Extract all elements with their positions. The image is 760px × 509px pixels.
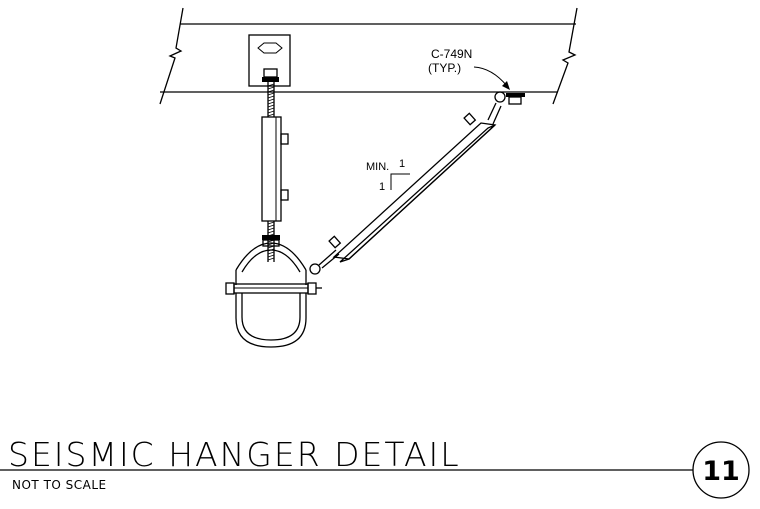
- detail-number: 11: [702, 456, 740, 487]
- rod-thread-mark: [267, 224, 275, 228]
- scale-note: NOT TO SCALE: [12, 478, 107, 492]
- rod-thread-mark: [267, 107, 275, 111]
- threaded-rod-upper: [267, 82, 275, 117]
- rod-thread-mark: [267, 221, 275, 225]
- rod-thread-mark: [267, 92, 275, 96]
- slope-rise: 1: [399, 158, 405, 170]
- rod-thread-mark: [267, 86, 275, 90]
- rod-thread-mark: [267, 233, 275, 237]
- rod-thread-mark: [267, 104, 275, 108]
- callout-part-number: C-749N: [431, 47, 472, 61]
- rod-thread-mark: [267, 227, 275, 231]
- threaded-rod-lower: [262, 221, 280, 262]
- title-block: [0, 441, 750, 499]
- rod-thread-mark: [267, 98, 275, 102]
- rod-thread-mark: [267, 251, 275, 255]
- rod-thread-mark: [267, 239, 275, 243]
- rod-stiffener: [261, 116, 289, 222]
- rod-thread-mark: [267, 101, 275, 105]
- seismic-brace: [309, 91, 525, 275]
- rod-thread-mark: [267, 230, 275, 234]
- rod-thread-mark: [267, 113, 275, 117]
- rod-thread-mark: [267, 95, 275, 99]
- slope-run: 1: [379, 181, 385, 193]
- slope-indicator: [390, 173, 410, 190]
- rod-thread-mark: [267, 110, 275, 114]
- beam-attachment: [248, 34, 291, 87]
- clevis-hanger: [225, 242, 322, 348]
- ceiling-structure: [159, 7, 578, 105]
- rod-thread-mark: [267, 236, 275, 240]
- rod-thread-mark: [267, 257, 275, 261]
- drawing-title: SEISMIC HANGER DETAIL: [8, 435, 461, 474]
- callout-typ: (TYP.): [428, 61, 461, 75]
- rod-thread-mark: [267, 83, 275, 87]
- slope-min-label: MIN.: [366, 161, 389, 173]
- callout-leader: [473, 66, 510, 90]
- rod-thread-mark: [267, 245, 275, 249]
- rod-thread-mark: [267, 254, 275, 258]
- rod-thread-mark: [267, 89, 275, 93]
